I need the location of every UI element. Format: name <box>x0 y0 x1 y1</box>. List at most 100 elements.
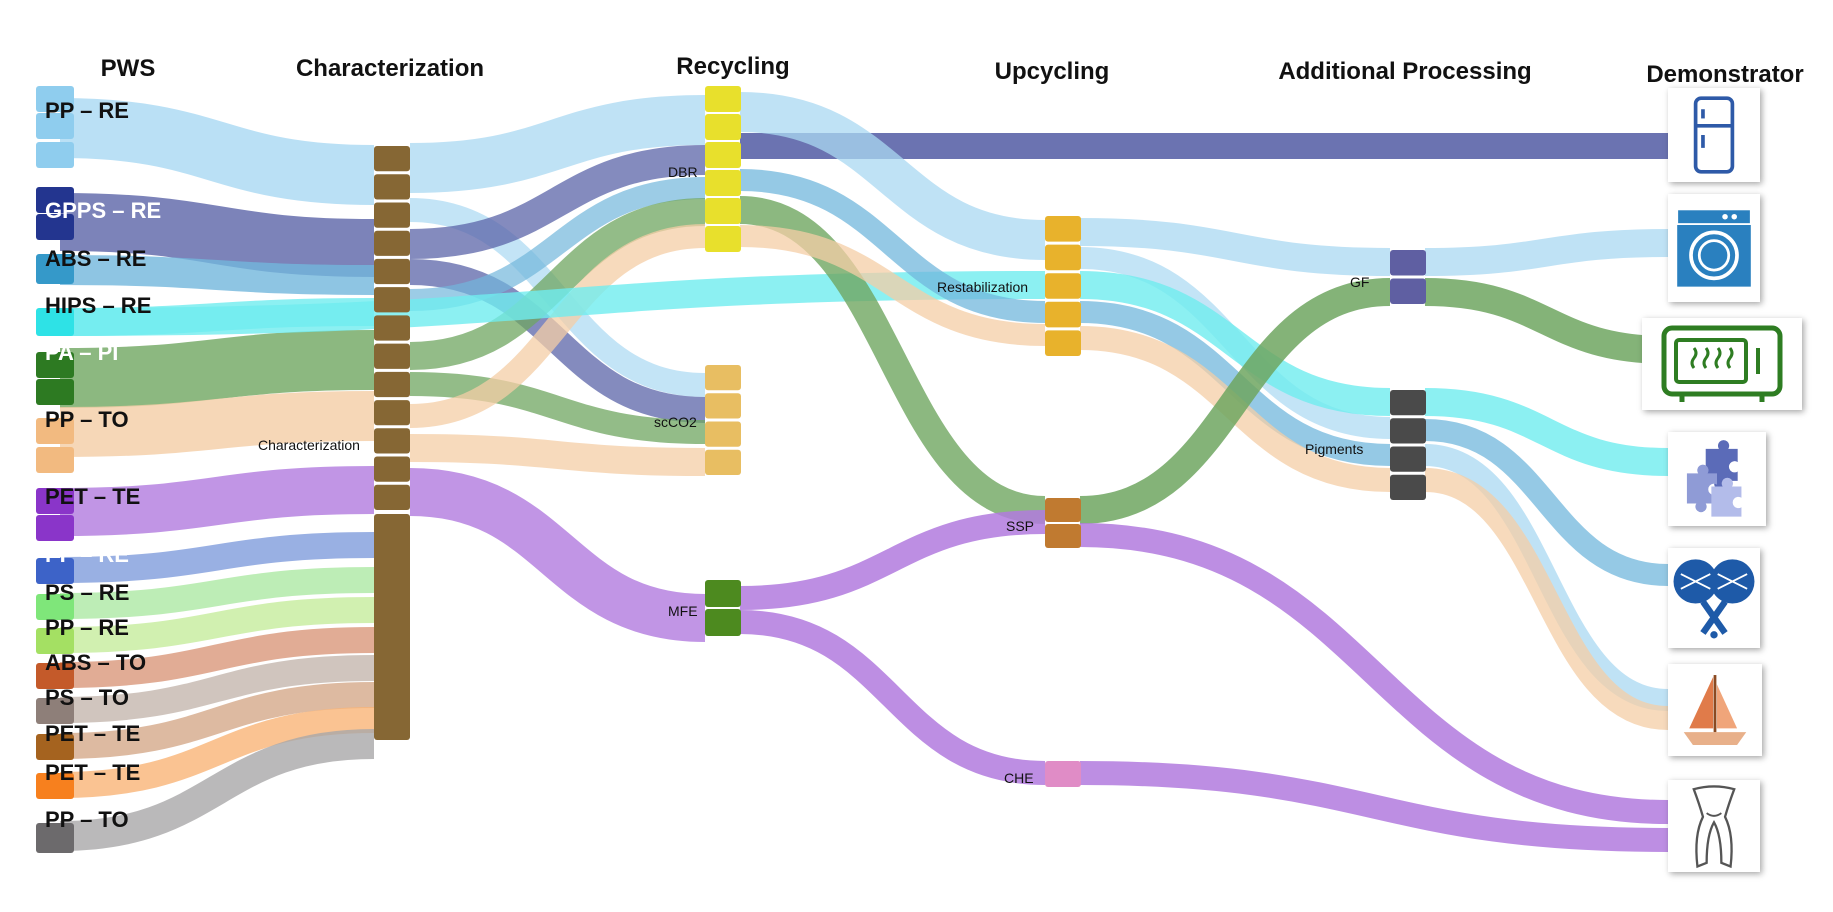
source-node-pp_re_1 <box>36 142 74 168</box>
characterization-node-segment <box>374 146 410 172</box>
ssp-node-segment <box>1045 524 1081 548</box>
source-node-pet_te_1 <box>36 488 74 514</box>
restabilization-node-segment <box>1045 330 1081 356</box>
dbr-node-segment <box>705 198 741 224</box>
microwave-icon <box>1642 318 1802 410</box>
flow-pp_to_2-to-characterization <box>59 729 375 851</box>
ssp-node-segment <box>1045 498 1081 522</box>
flow-pp-to-dbr <box>409 224 706 428</box>
header-upcycling: Upcycling <box>994 58 1110 85</box>
flow-gpps-to-dbr <box>409 145 706 259</box>
characterization-node-segment <box>374 343 410 369</box>
paddle-rackets-icon <box>1668 548 1760 648</box>
nodes-layer <box>36 86 1426 853</box>
header-pws: PWS <box>100 55 156 82</box>
scarf-icon <box>1668 780 1760 872</box>
characterization-node-segment <box>374 287 410 313</box>
flow-abs_to-to-characterization <box>59 627 375 688</box>
source-node-hips_re <box>36 308 74 336</box>
flows-layer <box>59 92 1669 852</box>
source-label-hips_re: HIPS – RE <box>45 293 152 318</box>
dbr-node-segment <box>705 170 741 196</box>
characterization-node-segment <box>374 371 410 398</box>
flow-pa-to-scco2 <box>409 372 706 444</box>
dbr-node-segment <box>705 86 741 112</box>
flow-dbr-to-restab-abs <box>739 169 1046 323</box>
dbr-node-segment <box>705 226 741 252</box>
source-node-pa_pi <box>36 379 74 405</box>
characterization-node-segment <box>374 315 410 341</box>
restabilization-node-segment <box>1045 273 1081 299</box>
node-label-restabilization: Restabilization <box>937 279 1029 295</box>
scco2-node-segment <box>705 421 741 447</box>
source-node-pp_re_1 <box>36 113 74 139</box>
sailboat-icon <box>1668 664 1762 756</box>
characterization-node-segment <box>374 456 410 482</box>
flow-pp_to_1-to-characterization <box>59 391 375 457</box>
restabilization-node-segment <box>1045 244 1081 271</box>
demonstrator-fridge <box>1668 88 1760 182</box>
node-label-mfe: MFE <box>668 603 698 619</box>
source-node-pp_to_1 <box>36 447 74 473</box>
flow-pigments-to-boat-ppto <box>1424 468 1669 730</box>
header-demonstrator: Demonstrator <box>1646 61 1804 88</box>
flow-pet_te_1-to-characterization <box>59 466 375 536</box>
flow-dbr-to-restabilization <box>739 92 1046 260</box>
source-label-pa_pi: PA – PI <box>45 340 119 365</box>
source-label-pet_te_2: PET – TE <box>45 721 141 746</box>
source-label-pet_te_3: PET – TE <box>45 760 141 785</box>
flow-mfe-to-che <box>739 610 1046 785</box>
flow-pp-re-to-dbr <box>409 95 706 193</box>
source-label-pet_te_1: PET – TE <box>45 484 141 509</box>
source-label-abs_to: ABS – TO <box>45 650 147 675</box>
source-node-pp_re_3 <box>36 628 74 654</box>
source-node-ps_to <box>36 698 74 724</box>
source-node-pet_te_3 <box>36 773 74 799</box>
flow-pet_te_2-to-characterization <box>59 682 375 759</box>
fridge-icon <box>1668 88 1760 182</box>
flow-pet-to-mfe <box>409 468 706 642</box>
flow-restab-to-pigments-hips <box>1079 271 1391 416</box>
washing-machine-icon <box>1668 194 1760 302</box>
characterization-node-segment <box>374 258 410 285</box>
source-label-ps_to: PS – TO <box>45 685 129 710</box>
flow-pa_pi-to-characterization <box>59 330 375 408</box>
source-node-pp_to_2 <box>36 823 74 853</box>
demonstrator-scarf <box>1668 780 1760 872</box>
source-node-pa_pi <box>36 352 74 378</box>
mfe-node-segment <box>705 580 741 607</box>
node-label-scco2: scCO2 <box>654 414 697 430</box>
restabilization-node-segment <box>1045 216 1081 242</box>
pigments-node-segment <box>1390 418 1426 444</box>
demonstrator-washer <box>1668 194 1760 302</box>
scco2-node-segment <box>705 393 741 419</box>
source-label-pp_re_2: PP – RE <box>45 542 129 567</box>
flow-ssp-to-scarf <box>1079 523 1669 824</box>
flow-abs_re-to-characterization <box>59 255 375 295</box>
pigments-node-segment <box>1390 474 1426 500</box>
source-node-pet_te_2 <box>36 734 74 760</box>
flow-dbr-to-ssp <box>739 196 1046 524</box>
flow-pp_re_2-to-characterization <box>59 532 375 583</box>
demonstrator-boat <box>1668 664 1762 756</box>
puzzle-icon <box>1668 432 1766 526</box>
source-node-ps_re <box>36 594 74 620</box>
header-characterization: Characterization <box>295 55 485 82</box>
source-node-pet_te_1 <box>36 515 74 541</box>
characterization-node-segment <box>374 484 410 510</box>
demonstrator-microwave <box>1642 318 1802 410</box>
scco2-node-segment <box>705 449 741 475</box>
gf-node-segment <box>1390 278 1426 304</box>
characterization-node-segment <box>374 174 410 200</box>
header-additional-processing: Additional Processing <box>1278 58 1532 85</box>
mfe-node-segment <box>705 609 741 636</box>
flow-restab-to-gf <box>1079 218 1391 276</box>
node-label-pigments: Pigments <box>1305 441 1364 457</box>
source-label-pp_to_1: PP – TO <box>45 407 129 432</box>
source-node-gpps_re <box>36 214 74 240</box>
restabilization-node-segment <box>1045 301 1081 328</box>
source-label-pp_re_3: PP – RE <box>45 615 129 640</box>
flow-pp_re_1-to-characterization <box>59 98 375 205</box>
flow-ssp-to-gf <box>1079 278 1391 524</box>
